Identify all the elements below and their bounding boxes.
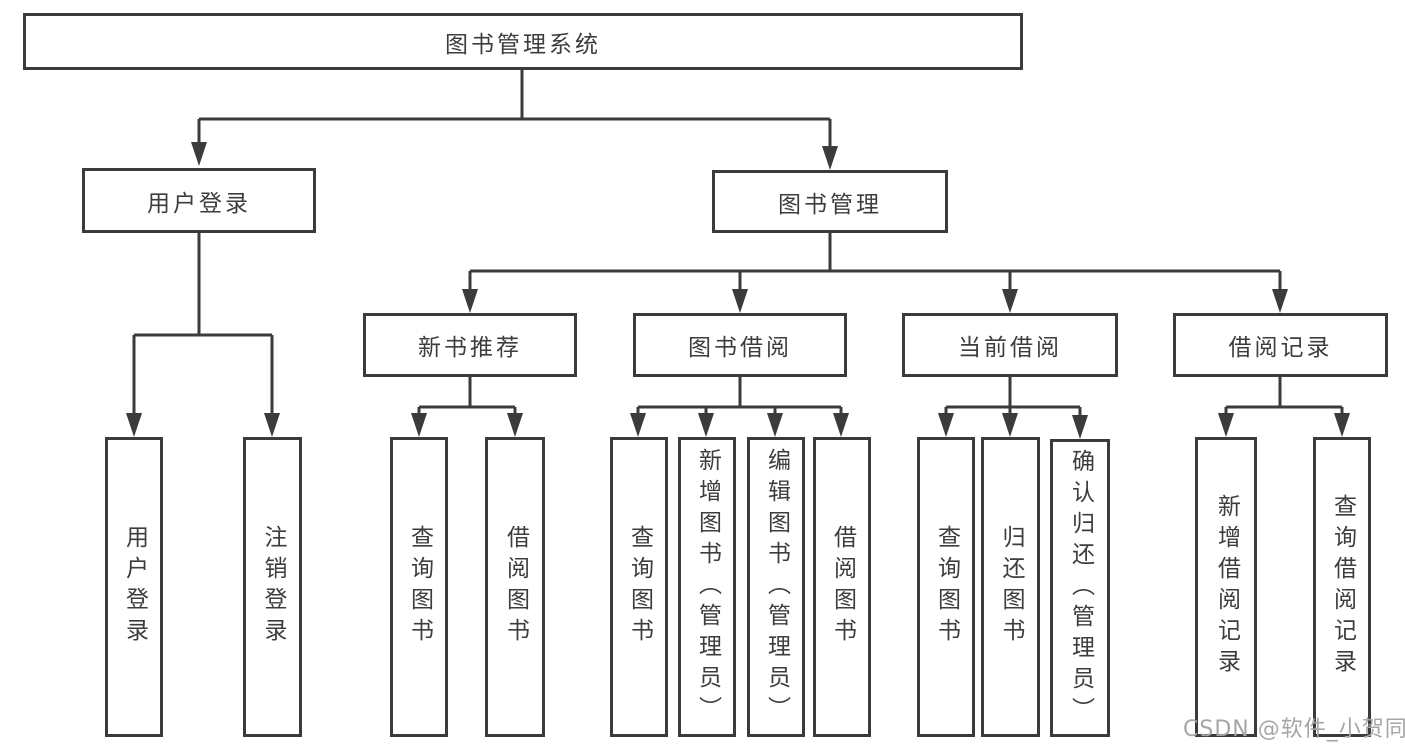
node-borrow-books-recommend: 借阅图书 [485,437,545,737]
node-borrowing-records: 借阅记录 [1173,313,1388,377]
node-return-books: 归还图书 [981,437,1040,737]
node-borrow-books-borrowing: 借阅图书 [813,437,871,737]
node-user-login-group: 用户登录 [82,168,316,233]
arrowheads [126,142,1350,439]
csdn-watermark: CSDN @软件_小贺同学 [1183,717,1405,742]
node-current-borrowing: 当前借阅 [902,313,1118,377]
node-logout: 注销登录 [243,437,302,737]
node-library-management-system: 图书管理系统 [23,13,1023,70]
node-edit-book-admin: 编辑图书（管理员） [747,437,805,737]
node-query-books-borrowing: 查询图书 [610,437,668,737]
node-confirm-return-admin: 确认归还（管理员） [1050,439,1110,737]
node-user-login-leaf: 用户登录 [105,437,163,737]
node-add-borrow-record: 新增借阅记录 [1195,437,1257,737]
node-new-book-recommend: 新书推荐 [363,313,577,377]
node-add-book-admin: 新增图书（管理员） [678,437,736,737]
node-book-management-group: 图书管理 [712,170,948,233]
node-query-borrow-record: 查询借阅记录 [1313,437,1371,737]
connector-shafts [132,70,1344,420]
node-query-books-current: 查询图书 [917,437,975,737]
node-query-books-recommend: 查询图书 [390,437,448,737]
node-book-borrowing: 图书借阅 [633,313,847,377]
